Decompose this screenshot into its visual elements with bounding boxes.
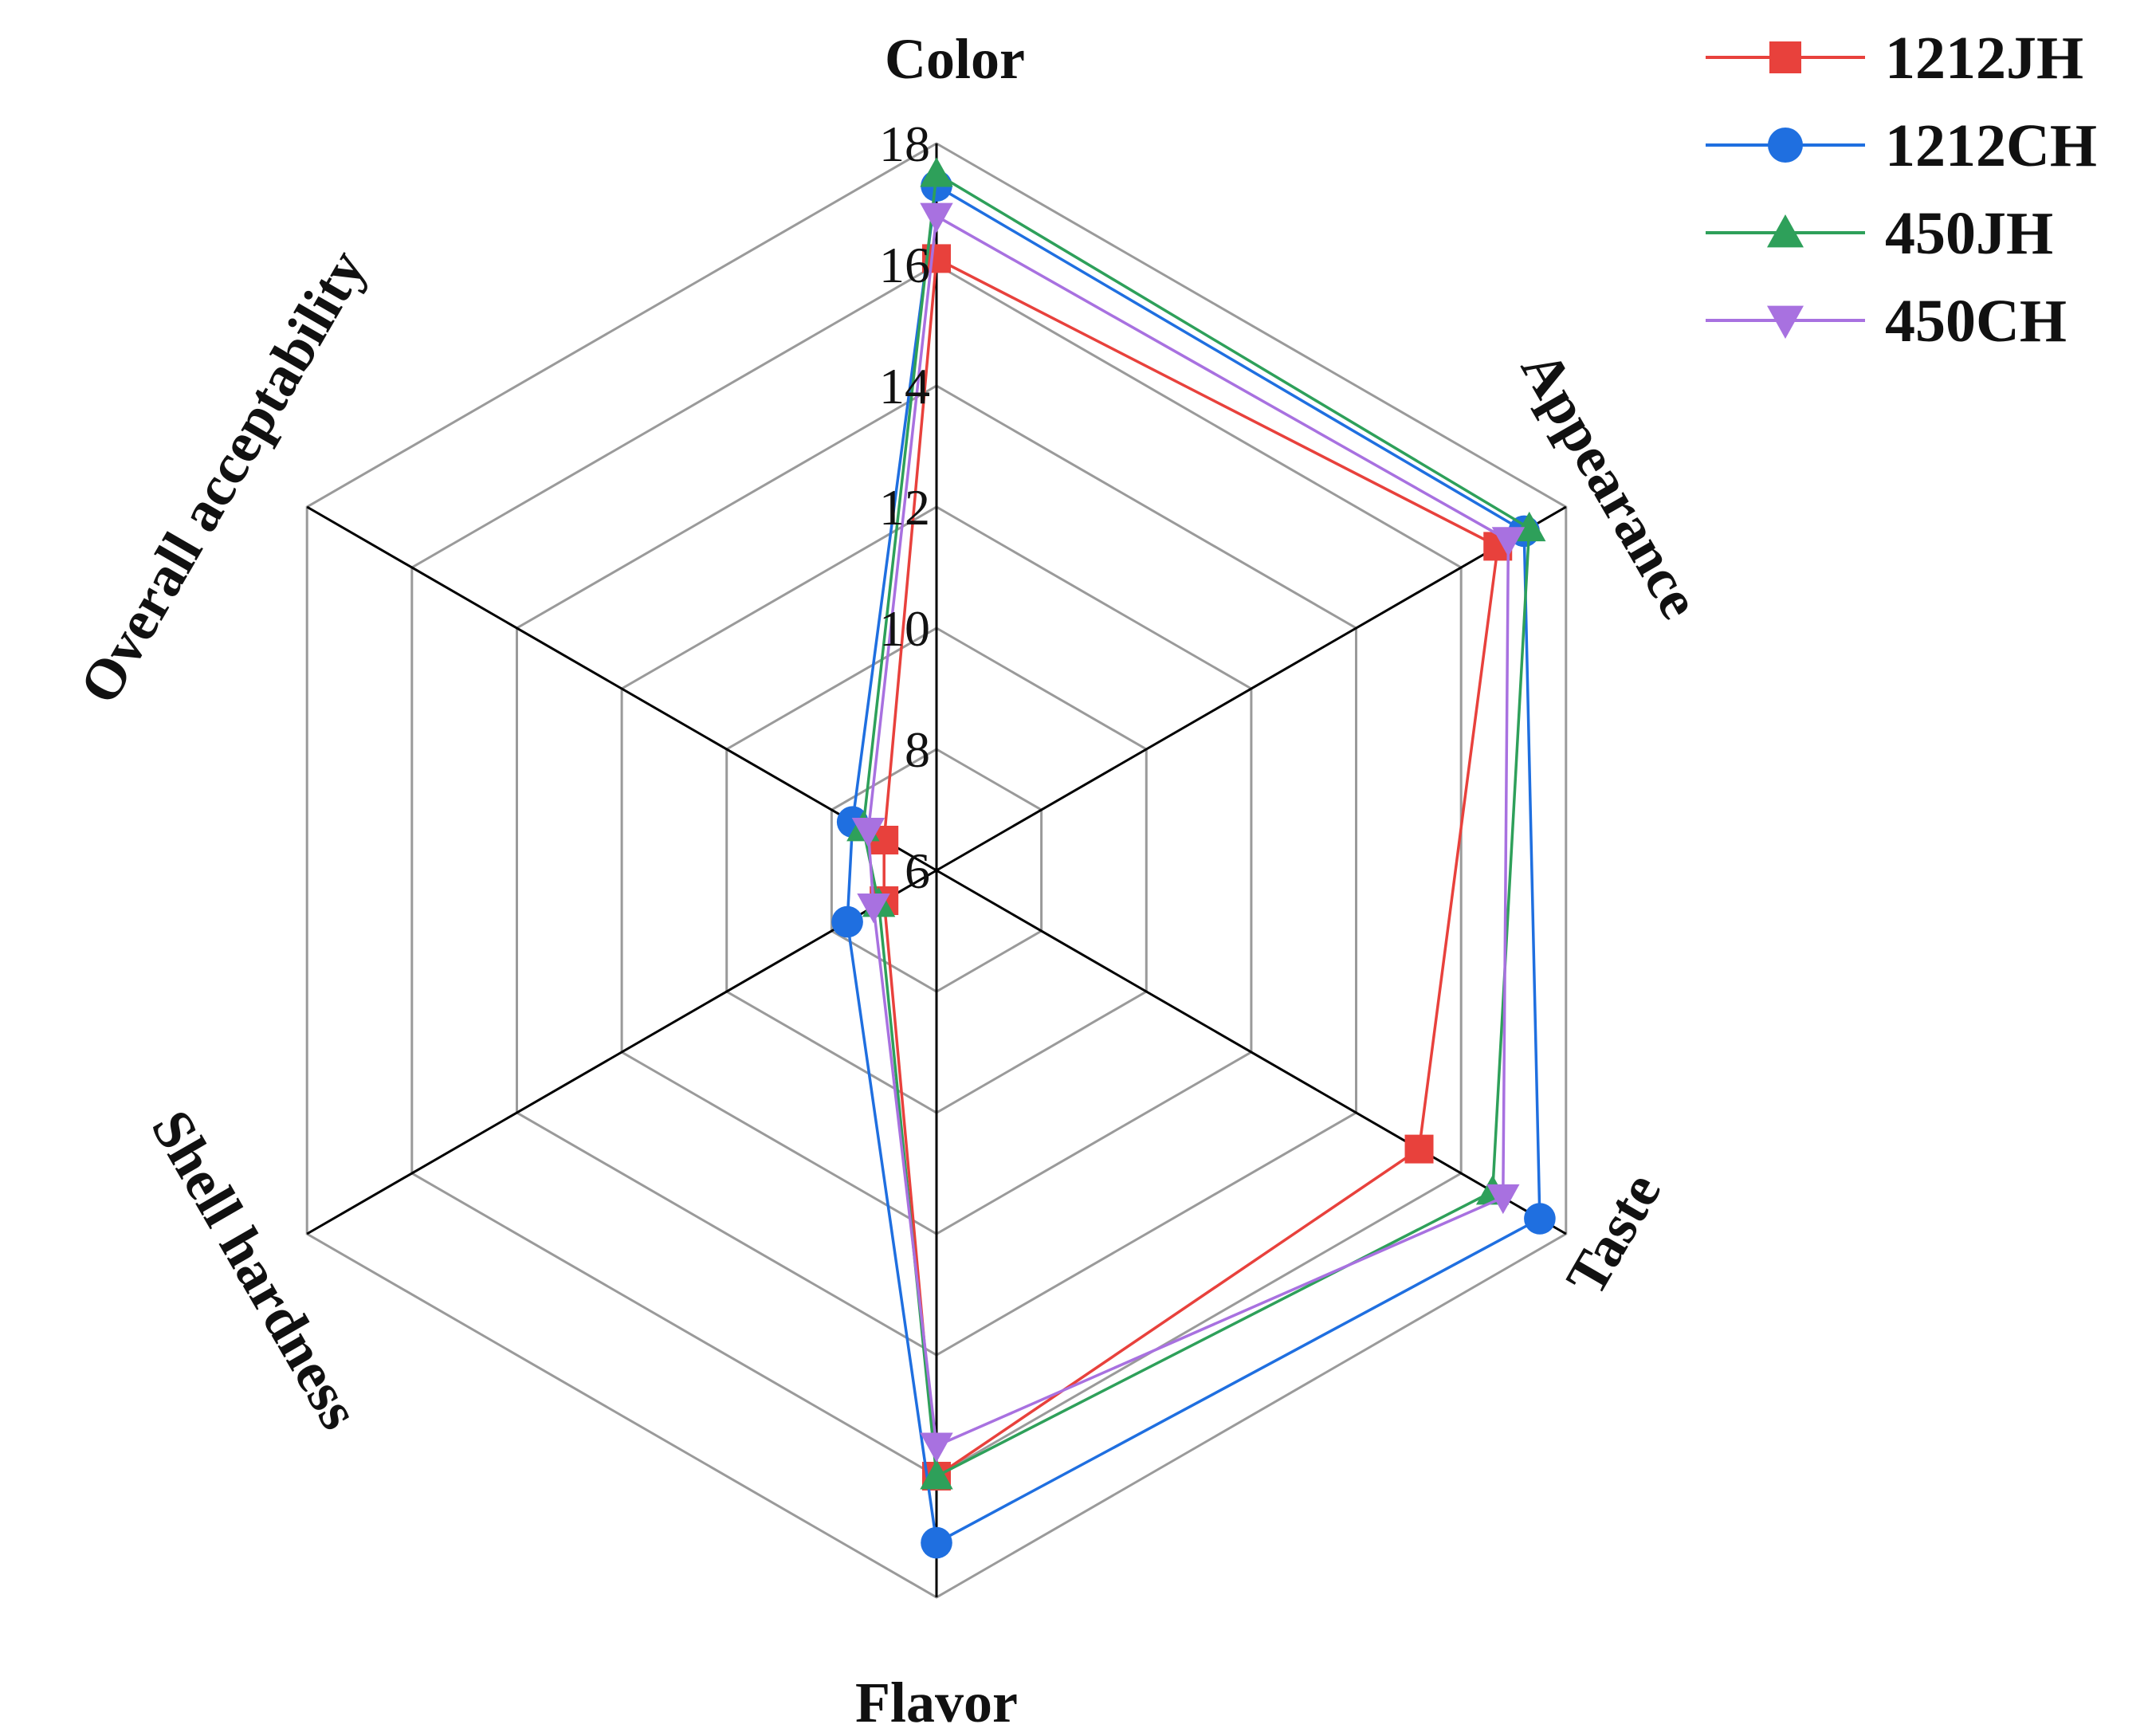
legend-item-450CH: 450CH [1706,288,2067,355]
legend-item-450JH: 450JH [1706,200,2053,267]
tick-label-6: 6 [905,842,930,899]
legend-item-1212CH: 1212CH [1706,112,2097,179]
axis-spoke-shell-hardness [306,869,937,1235]
legend-marker-450CH [1767,305,1804,339]
legend: 1212JH 1212CH 450JH 450CH [1706,25,2097,355]
point-1212CH-flavor [921,1526,952,1559]
point-450CH-flavor [920,1432,953,1463]
series-line-450JH [862,171,1531,1479]
point-450JH-color [920,157,953,187]
point-450CH-shell-hardness [857,894,890,924]
series-450CH [851,202,1526,1463]
radar-axes [306,143,1567,1597]
point-1212CH-shell-hardness [831,905,863,938]
tick-label-8: 8 [905,721,930,778]
point-450JH-flavor [920,1459,953,1490]
series-1212JH [870,244,1513,1491]
legend-marker-1212JH [1769,41,1801,73]
tick-label-10: 10 [879,600,930,657]
axis-label-shell-hardness: Shell hardness [139,1100,372,1439]
radar-series [831,157,1556,1559]
series-450JH [846,157,1546,1490]
point-450CH-taste [1486,1184,1520,1215]
tick-label-18: 18 [879,116,930,172]
point-1212CH-taste [1524,1203,1556,1235]
legend-label-1212CH: 1212CH [1885,112,2097,179]
legend-label-450JH: 450JH [1885,200,2053,267]
axis-label-appearance: Appearance [1509,340,1712,629]
point-450CH-overall-acceptability [851,818,885,848]
point-450CH-color [920,202,953,233]
axis-label-color: Color [885,27,1025,91]
axis-label-overall-acceptability: Overall acceptability [67,239,378,714]
axis-label-taste: Taste [1553,1162,1673,1306]
point-450CH-appearance [1491,527,1526,557]
axis-spoke-taste [936,869,1567,1235]
axis-spoke-overall-acceptability [306,505,937,872]
legend-label-1212JH: 1212JH [1885,25,2083,92]
legend-label-450CH: 450CH [1885,288,2067,355]
point-450JH-appearance [1513,511,1546,542]
axis-spoke-appearance [936,505,1567,872]
series-1212CH [831,170,1556,1559]
legend-item-1212JH: 1212JH [1706,25,2083,92]
legend-marker-450JH [1767,214,1804,248]
tick-label-12: 12 [879,479,930,536]
radar-ticks: 6 8 10 12 14 16 18 [879,116,930,899]
legend-marker-1212CH [1768,128,1803,163]
tick-label-16: 16 [879,237,930,293]
axis-label-flavor: Flavor [855,1671,1018,1734]
point-1212JH-taste [1404,1134,1434,1164]
series-line-1212JH [882,256,1500,1479]
tick-label-14: 14 [879,358,930,414]
